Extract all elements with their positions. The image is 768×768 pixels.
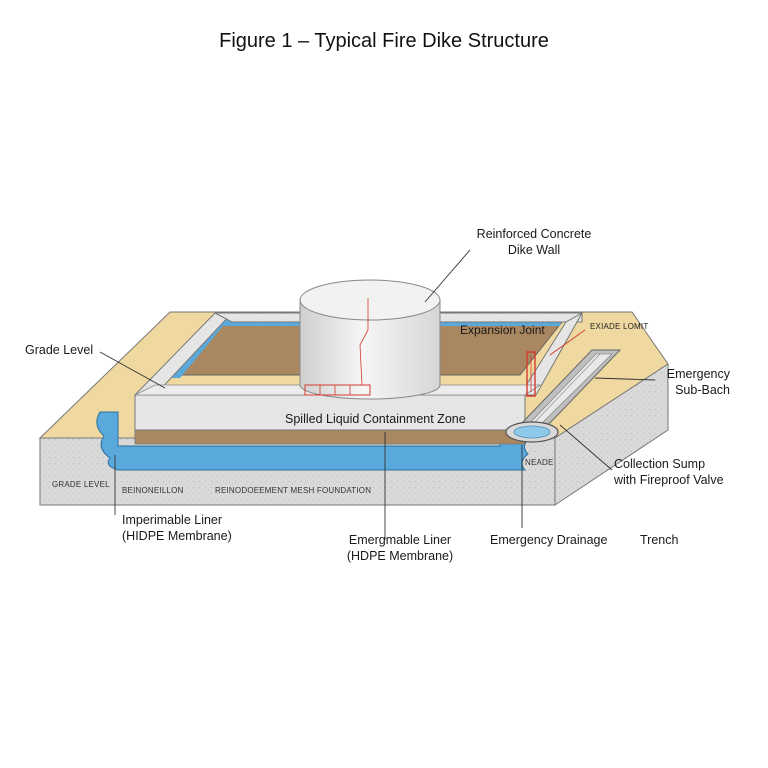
label-grade-level: Grade Level xyxy=(25,343,94,357)
tank-base-marking xyxy=(304,384,371,396)
label-reinforced-wall: Reinforced Concrete Dike Wall xyxy=(476,227,592,257)
label-grade-level-small: GRADE LEVEL xyxy=(52,480,110,489)
label-exiade-lomit: EXIADE LOMIT xyxy=(590,322,649,331)
label-collection-sump: Collection Sump with Fireproof Valve xyxy=(614,457,724,487)
label-beinone: BEINONEILLON xyxy=(122,486,184,495)
leader-grade-level xyxy=(99,351,166,389)
leader-emergency-sub xyxy=(594,377,656,381)
storage-tank xyxy=(299,299,441,400)
figure-title: Figure 1 – Typical Fire Dike Structure xyxy=(219,30,549,52)
label-expansion-joint: Expansion Joint xyxy=(460,323,545,337)
label-trench: Trench xyxy=(640,533,679,547)
leader-reinforced-wall xyxy=(424,249,471,303)
label-spilled-zone: Spilled Liquid Containment Zone xyxy=(285,412,466,426)
containment-band xyxy=(134,429,526,445)
label-emergmable-liner: Emergmable Liner (HDPE Membrane) xyxy=(346,533,454,563)
label-imperimable-liner: Imperimable Liner (HIDPE Membrane) xyxy=(122,513,232,543)
exiade-lomit-line xyxy=(549,329,586,356)
label-neade: NEADE xyxy=(525,458,554,467)
tank-crack-line xyxy=(359,298,369,386)
foundation-right-face xyxy=(554,363,669,506)
label-reinod-mesh: REINODOEEMENT MESH FOUNDATION xyxy=(215,486,372,495)
tank-roof xyxy=(299,279,441,321)
label-emergency-sub: Emergency Sub-Bach xyxy=(666,367,730,397)
label-emergency-drainage: Emergency Drainage xyxy=(490,533,608,547)
expansion-joint-marker xyxy=(526,351,536,397)
leader-collection-sump xyxy=(559,424,613,471)
leader-lines xyxy=(99,249,656,540)
